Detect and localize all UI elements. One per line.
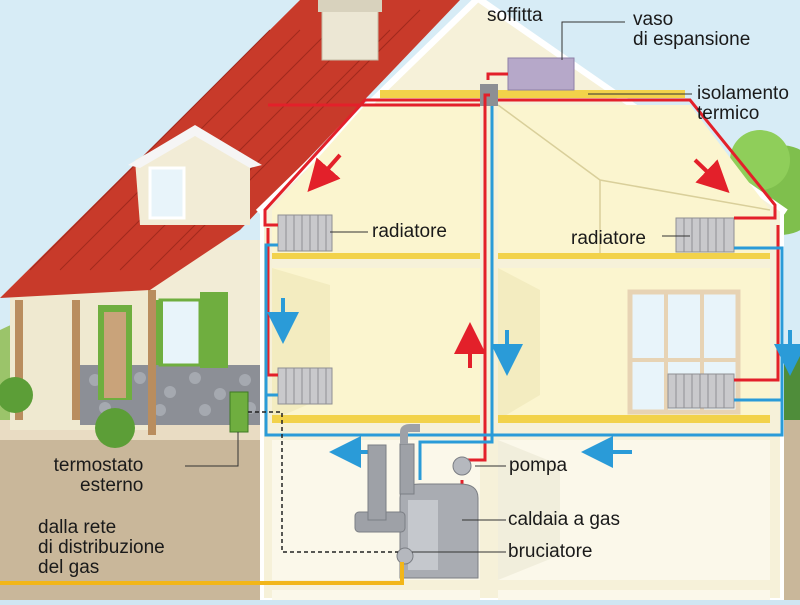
label-outdoor-thermostat: termostato esterno	[53, 455, 144, 496]
label-radiator-left: radiatore	[372, 221, 447, 242]
label-attic: soffitta	[487, 5, 543, 26]
side-window	[158, 298, 202, 367]
boiler	[354, 424, 479, 579]
floor-upper-right	[498, 253, 770, 259]
floor-upper-left	[272, 253, 480, 259]
shrub	[0, 377, 33, 413]
shutter	[200, 292, 228, 368]
leader-lines	[185, 21, 692, 553]
thermostat-wire	[248, 411, 398, 553]
label-radiator-right: radiatore	[571, 228, 646, 249]
floor-middle-right	[498, 415, 770, 423]
label-gas-supply: dalla rete di distribuzione del gas	[38, 517, 165, 578]
hot-flow-arrow	[307, 153, 342, 193]
label-expansion-tank: vaso di espansione	[633, 9, 751, 50]
hot-water-pipes	[263, 72, 780, 505]
shrub	[95, 408, 135, 448]
hot-flow-arrow	[693, 158, 730, 194]
chimney	[321, 7, 379, 61]
burner	[396, 547, 414, 565]
radiator-middle-right	[667, 373, 735, 409]
label-burner: bruciatore	[508, 541, 593, 562]
radiator-middle-left	[277, 367, 333, 405]
label-pump: pompa	[509, 455, 568, 476]
floor-middle-left	[272, 415, 480, 423]
dormer-window	[148, 166, 186, 220]
expansion-tank	[507, 57, 575, 91]
radiator-upper-left	[277, 214, 333, 252]
gas-supply-line	[0, 562, 404, 585]
outdoor-thermostat	[229, 391, 249, 433]
label-insulation: isolamento termico	[697, 83, 789, 124]
pump	[452, 456, 472, 476]
front-door	[104, 312, 126, 398]
insulation-layer	[380, 90, 685, 98]
cold-water-pipes	[264, 106, 784, 480]
label-boiler: caldaia a gas	[508, 509, 620, 530]
radiator-upper-right	[675, 217, 735, 253]
